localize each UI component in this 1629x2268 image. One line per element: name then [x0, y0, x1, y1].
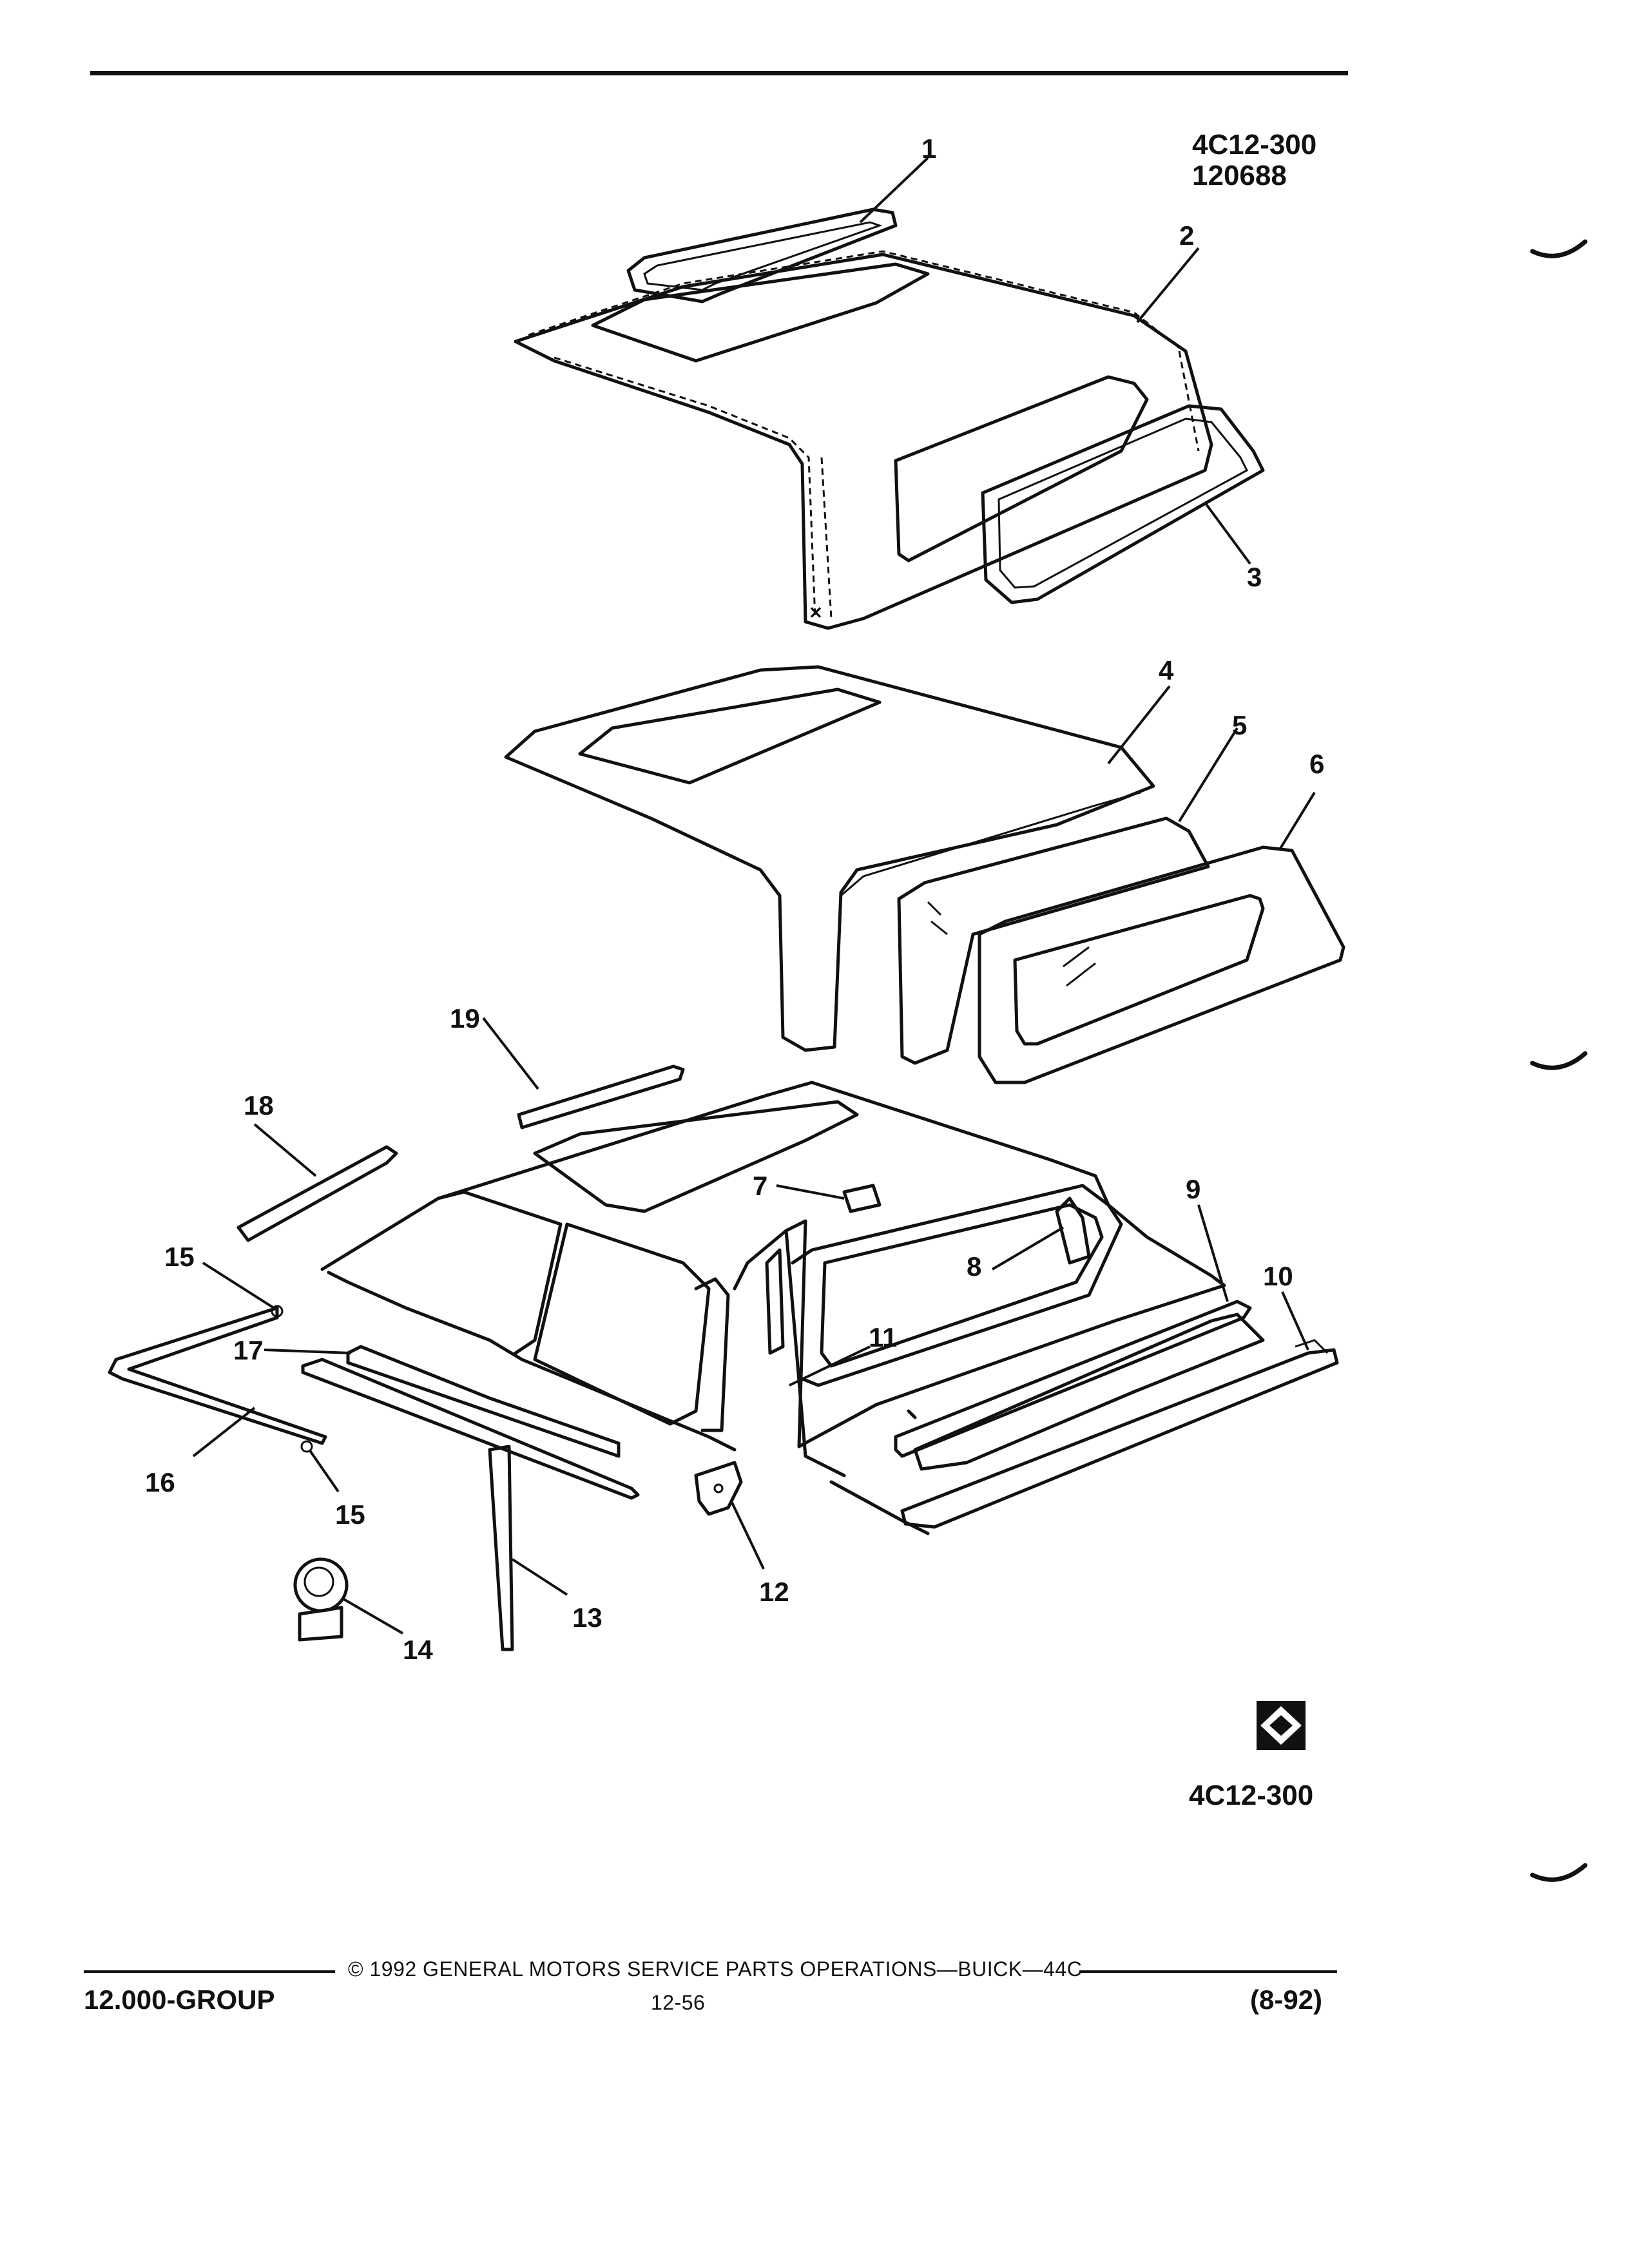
diamond-symbol-icon: [1257, 1701, 1306, 1750]
callout-6: 6: [1309, 749, 1324, 779]
part-7-clip: [842, 1184, 882, 1213]
callout-16: 16: [145, 1467, 175, 1497]
callout-5: 5: [1232, 710, 1247, 740]
callout-14: 14: [403, 1635, 433, 1665]
callout-15-upper: 15: [164, 1242, 195, 1272]
callout-15-lower: 15: [335, 1499, 365, 1530]
part-4-roof-panel: [504, 665, 1155, 1052]
callout-8: 8: [967, 1251, 981, 1282]
part-16-molding: [108, 1305, 327, 1453]
part-8-molding-bracket: [1055, 1196, 1091, 1265]
part-1-sunroof-seal: [626, 207, 898, 303]
callout-4: 4: [1159, 655, 1174, 686]
top-rule: [90, 71, 1348, 75]
callout-17: 17: [233, 1335, 264, 1365]
callout-10: 10: [1263, 1261, 1293, 1291]
part-3-back-window-seal: [981, 404, 1265, 604]
svg-text:✕: ✕: [809, 603, 823, 622]
part-17-molding: [346, 1345, 621, 1458]
callout-11: 11: [869, 1322, 897, 1352]
part-5-rear-window-glass: [897, 816, 1210, 1065]
callout-13: 13: [572, 1602, 602, 1633]
footer-rule-right: [1079, 1970, 1337, 1973]
callout-18: 18: [244, 1090, 274, 1120]
callout-7: 7: [753, 1171, 767, 1201]
callout-labels: 1 2 3 4 5 6 7 8 9 10 11 12 13 14 15 15 1…: [145, 133, 1324, 1665]
margin-mark: [1530, 239, 1588, 258]
part-11-weatherstrip: [765, 1248, 785, 1355]
leader-lines: [192, 157, 1316, 1635]
margin-mark: [1530, 1051, 1588, 1070]
callout-12: 12: [759, 1577, 789, 1607]
copyright-line: © 1992 GENERAL MOTORS SERVICE PARTS OPER…: [348, 1957, 1083, 1981]
margin-mark: [1530, 1863, 1588, 1882]
callout-2: 2: [1179, 220, 1194, 251]
body-roof-and-windows: [320, 1081, 1265, 1535]
callout-3: 3: [1247, 562, 1262, 592]
page-number: 12-56: [651, 1991, 706, 2014]
bottom-illustration-code: 4C12-300: [1189, 1780, 1314, 1811]
part-14-emblem: [293, 1557, 349, 1642]
revision-date: (8-92): [1250, 1984, 1323, 2015]
callout-19: 19: [450, 1003, 480, 1033]
part-13-pillar-molding: [301, 1358, 640, 1651]
group-label: 12.000-GROUP: [84, 1984, 275, 2015]
part-6-rear-window-frame: [978, 845, 1345, 1084]
footer-rule-left: [84, 1970, 335, 1973]
illustration-code: 4C12-300: [1192, 129, 1317, 160]
part-2-vinyl-roof-cover: ✕: [514, 250, 1213, 630]
part-10-molding: [900, 1339, 1339, 1529]
illustration-date: 120688: [1192, 160, 1287, 191]
part-9-molding: [894, 1300, 1252, 1458]
part-18-molding: [236, 1145, 398, 1242]
part-12-bracket: [694, 1461, 743, 1516]
callout-9: 9: [1186, 1174, 1200, 1204]
part-19-molding: [517, 1064, 685, 1129]
callout-1: 1: [921, 133, 936, 164]
